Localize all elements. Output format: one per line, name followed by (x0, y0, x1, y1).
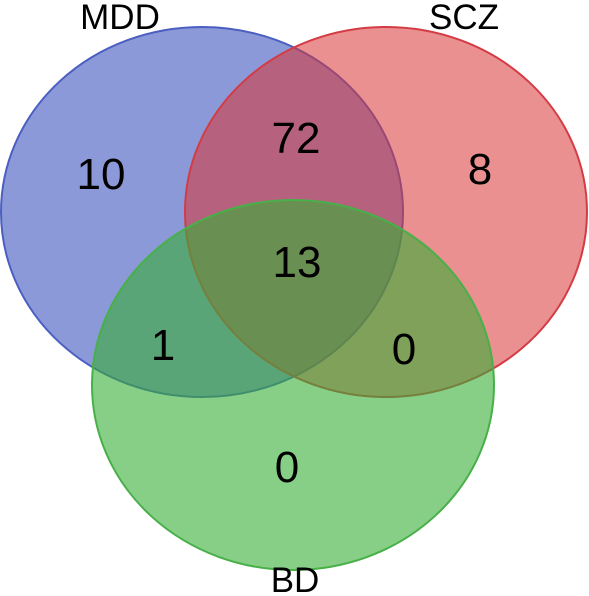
scz-bd-count: 0 (392, 325, 416, 374)
mdd-scz-bd-count: 13 (273, 238, 322, 287)
bd-label: BD (271, 561, 320, 596)
bd-only-count: 0 (275, 443, 299, 492)
region-counts: 10 8 0 72 1 0 13 (77, 114, 493, 492)
mdd-only-count: 10 (77, 150, 126, 199)
scz-only-count: 8 (468, 145, 492, 194)
mdd-label: MDD (80, 0, 160, 37)
mdd-scz-count: 72 (272, 114, 321, 163)
venn-circles (0, 26, 588, 571)
scz-label: SCZ (429, 0, 499, 37)
mdd-bd-count: 1 (151, 321, 175, 370)
set-labels: MDD SCZ BD (80, 0, 499, 596)
bd-circle (91, 199, 495, 571)
